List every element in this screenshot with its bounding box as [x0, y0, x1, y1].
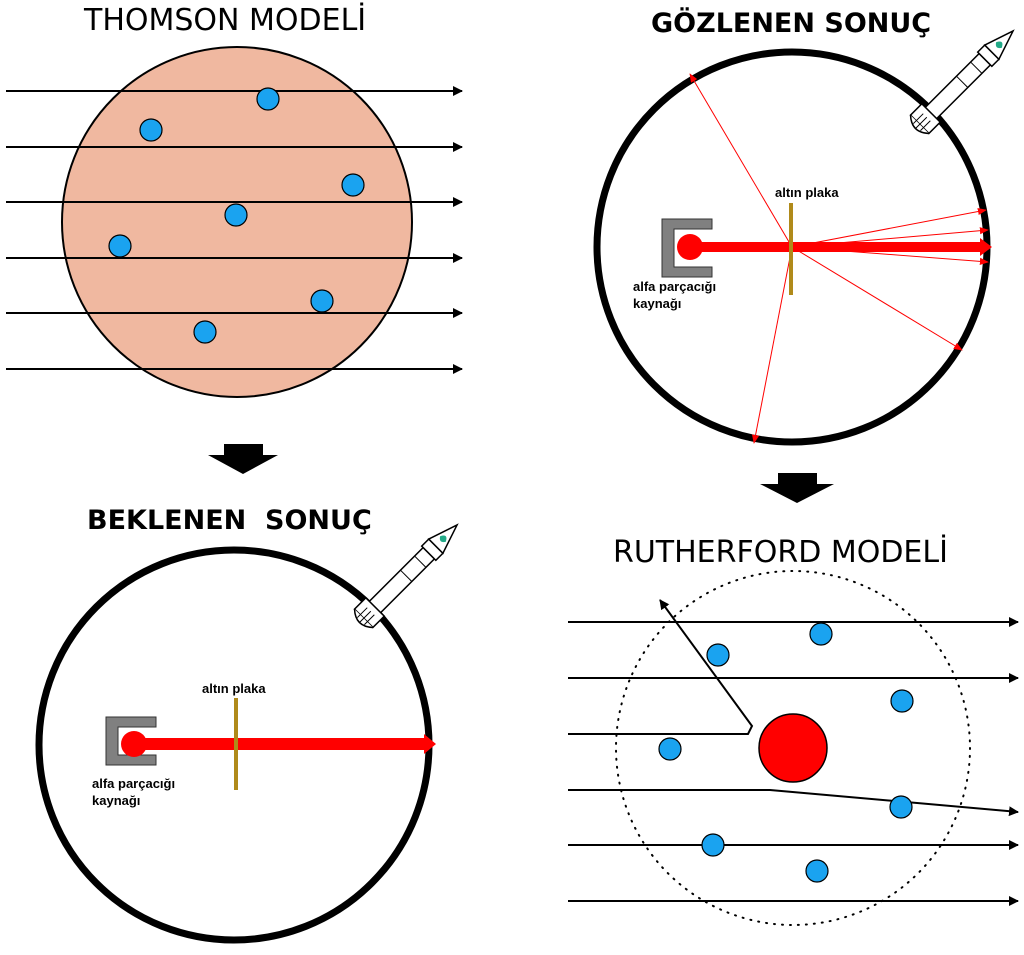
electron: [701, 833, 725, 857]
expected-title: BEKLENEN SONUÇ: [87, 505, 372, 536]
scatter-ray: [791, 246, 989, 265]
scatter-ray: [689, 73, 793, 248]
electron: [310, 289, 334, 313]
electron: [658, 737, 682, 761]
scatter-ray: [791, 207, 987, 248]
electron: [341, 173, 365, 197]
observed-panel: GÖZLENEN SONUÇ altın plaka alfa parçacığ…: [593, 6, 1023, 446]
electron: [256, 87, 280, 111]
thomson-panel: THOMSON MODELİ: [6, 2, 463, 398]
electron: [193, 320, 217, 344]
scatter-ray: [791, 246, 963, 351]
electron: [805, 859, 829, 883]
alpha-beam: [134, 734, 436, 754]
alpha-path-deflected-back: [568, 599, 754, 735]
rutherford-panel: RUTHERFORD MODELİ: [568, 534, 1019, 926]
rutherford-atom-boundary: [615, 570, 971, 926]
electron: [224, 203, 248, 227]
expected-plate-label: altın plaka: [202, 681, 266, 696]
expected-source-label-2: kaynağı: [92, 793, 140, 808]
rutherford-alpha-paths: [568, 599, 1019, 906]
alpha-path-deflected: [568, 789, 1019, 817]
scattered-rays: [689, 73, 989, 444]
scatter-ray: [752, 246, 793, 444]
gold-plate: [789, 203, 793, 295]
down-arrow-icon: [760, 473, 834, 503]
observed-source-label-1: alfa parçacığı: [633, 279, 716, 294]
nucleus: [758, 713, 828, 783]
alpha-beam: [690, 238, 992, 256]
gold-plate: [234, 698, 238, 790]
thomson-electrons: [108, 87, 365, 344]
scatter-ray: [791, 227, 989, 248]
electron: [108, 234, 132, 258]
expected-panel: BEKLENEN SONUÇ altın plaka alfa parçacığ…: [35, 505, 467, 944]
rutherford-electrons: [658, 622, 914, 883]
electron: [706, 643, 730, 667]
observed-source-label-2: kaynağı: [633, 296, 681, 311]
alpha-source-box: [661, 218, 713, 278]
expected-source-label-1: alfa parçacığı: [92, 776, 175, 791]
electron: [139, 118, 163, 142]
thomson-alpha-paths: [6, 86, 463, 374]
electron: [889, 795, 913, 819]
rutherford-title: RUTHERFORD MODELİ: [613, 534, 948, 570]
electron: [809, 622, 833, 646]
microscope-icon: [905, 21, 1023, 139]
down-arrow-icon: [208, 444, 278, 474]
observed-title: GÖZLENEN SONUÇ: [651, 6, 931, 39]
electron: [890, 689, 914, 713]
thomson-title: THOMSON MODELİ: [83, 2, 366, 38]
observed-plate-label: altın plaka: [775, 185, 839, 200]
